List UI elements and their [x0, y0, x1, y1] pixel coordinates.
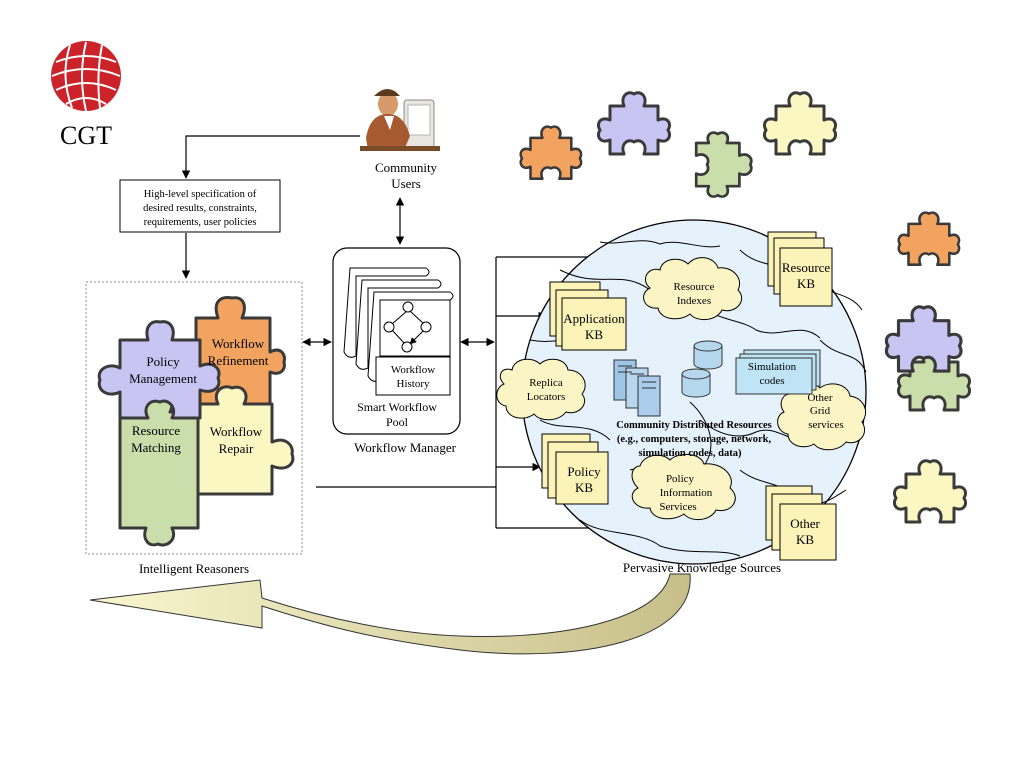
history-label-line2: History	[397, 378, 431, 390]
person-at-desk-icon	[360, 89, 440, 151]
yellow-puzzle-piece-icon	[892, 459, 968, 524]
application-kb-line1: Application	[563, 311, 625, 326]
replica-locators-line2: Locators	[527, 391, 565, 403]
reasoners-caption: Intelligent Reasoners	[139, 561, 249, 576]
resource-indexes-line2: Indexes	[677, 295, 711, 307]
spec-box: High-level specification of desired resu…	[119, 179, 281, 233]
other-kb-scroll	[765, 485, 837, 561]
other-grid-line3: services	[808, 419, 843, 431]
other-kb-line2: KB	[796, 532, 814, 547]
spec-line1: High-level specification of	[144, 189, 257, 200]
resource-kb-line1: Resource	[782, 260, 831, 275]
orange-puzzle-piece-icon	[897, 211, 961, 266]
globe-logo-icon	[51, 41, 121, 112]
community-resources-line2: (e.g., computers, storage, network,	[617, 434, 772, 445]
matching-label-line1: Resource	[132, 423, 181, 438]
workflow-manager-caption: Workflow Manager	[354, 440, 457, 455]
pool-label-line1: Smart Workflow	[357, 400, 437, 414]
connectors	[181, 135, 767, 533]
history-label-line1: Workflow	[391, 364, 435, 376]
refinement-label-line2: Refinement	[208, 353, 269, 368]
yellow-puzzle-piece-icon	[762, 91, 838, 156]
policy-info-line1: Policy	[666, 473, 695, 485]
pool-label-line2: Pool	[386, 415, 409, 429]
policy-kb-line1: Policy	[567, 464, 601, 479]
policy-kb-scroll	[541, 433, 609, 505]
policy-label-line2: Management	[129, 371, 197, 386]
reasoners-panel: Policy Management Workflow Refinement Re…	[85, 281, 303, 576]
other-grid-services-cloud: Other Grid services	[777, 382, 866, 451]
feedback-arrow	[89, 573, 691, 655]
users-label-line1: Community	[375, 160, 438, 175]
other-grid-line1: Other	[807, 392, 832, 404]
resource-kb-scroll	[767, 231, 833, 307]
workflow-graph-icon	[383, 301, 432, 353]
sources-caption: Pervasive Knowledge Sources	[623, 560, 781, 575]
simulation-codes-line1: Simulation	[748, 361, 797, 373]
users-to-spec-arrow	[181, 135, 360, 179]
logo-text: CGT	[60, 121, 112, 150]
cgt-logo: CGT	[51, 41, 121, 150]
replica-locators-cloud: Replica Locators	[496, 358, 586, 421]
application-kb-line2: KB	[585, 327, 603, 342]
application-kb-scroll	[549, 281, 627, 351]
workflow-pool: Workflow History Smart Workflow Pool Wor…	[332, 247, 461, 455]
users-label-line2: Users	[391, 176, 421, 191]
community-users: Community Users	[360, 89, 440, 191]
green-puzzle-piece-icon	[694, 131, 753, 198]
repair-label-line1: Workflow	[210, 424, 263, 439]
spec-line3: requirements, user policies	[144, 217, 257, 228]
policy-info-line3: Services	[659, 501, 696, 513]
replica-locators-line1: Replica	[529, 377, 563, 389]
resource-indexes-cloud: Resource Indexes	[643, 257, 743, 320]
policy-info-line2: Information	[660, 487, 713, 499]
repair-label-line2: Repair	[219, 441, 254, 456]
spec-line2: desired results, constraints,	[143, 203, 257, 214]
knowledge-globe: Resource KB Application KB Policy KB Oth…	[496, 219, 867, 575]
community-resources-line1: Community Distributed Resources	[616, 420, 772, 431]
purple-puzzle-piece-icon	[596, 91, 672, 156]
server-rack-icon	[613, 359, 661, 417]
workflow-history-box	[375, 356, 451, 396]
matching-label-line2: Matching	[131, 440, 181, 455]
other-kb-line1: Other	[790, 516, 820, 531]
orange-puzzle-piece-icon	[519, 125, 583, 180]
storage-cylinders-icon	[681, 340, 723, 398]
resource-kb-line2: KB	[797, 276, 815, 291]
policy-label-line1: Policy	[146, 354, 180, 369]
community-resources-line3: simulation codes, data)	[639, 448, 742, 459]
simulation-codes-line2: codes	[759, 375, 784, 387]
resource-indexes-line1: Resource	[674, 281, 715, 293]
other-grid-line2: Grid	[810, 405, 831, 417]
refinement-label-line1: Workflow	[212, 336, 265, 351]
policy-info-services-cloud: Policy Information Services	[631, 454, 736, 520]
simulation-codes-icon	[735, 349, 821, 395]
policy-management-piece	[97, 320, 221, 420]
policy-kb-line2: KB	[575, 480, 593, 495]
